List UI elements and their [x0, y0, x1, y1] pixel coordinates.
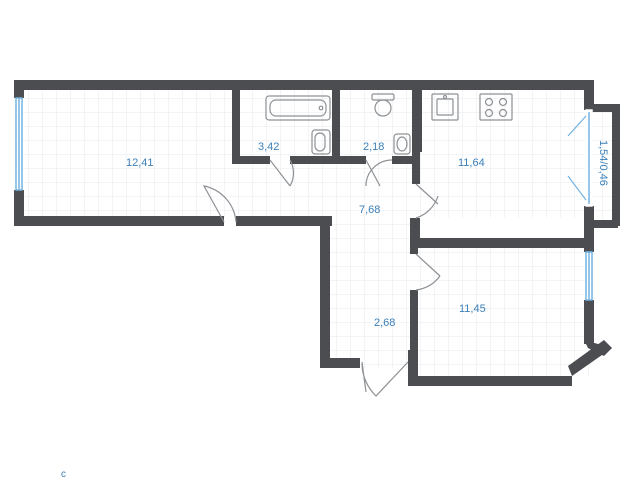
- sink-icon: [393, 133, 411, 155]
- bathroom-area: 3,42: [258, 141, 279, 153]
- entrance-area: 2,68: [374, 317, 395, 329]
- living-room-area: 12,41: [126, 157, 154, 169]
- bedroom-area: 11,45: [459, 303, 486, 315]
- bathtub-icon: [265, 95, 331, 121]
- floor-areas: [22, 88, 614, 376]
- toilet-icon: [371, 93, 395, 117]
- stove-icon: [479, 93, 513, 121]
- toilet-area: 2,18: [363, 141, 384, 153]
- doors: [202, 115, 587, 397]
- kitchen-area: 11,64: [458, 157, 485, 169]
- hallway-area: 7,68: [359, 204, 380, 216]
- walls: [14, 80, 620, 386]
- balcony-area: 1,54/0,46: [597, 140, 609, 186]
- kitchen-sink-icon: [431, 93, 459, 121]
- sink-icon: [311, 129, 331, 155]
- windows: [15, 97, 593, 301]
- compass-label: с: [61, 469, 66, 480]
